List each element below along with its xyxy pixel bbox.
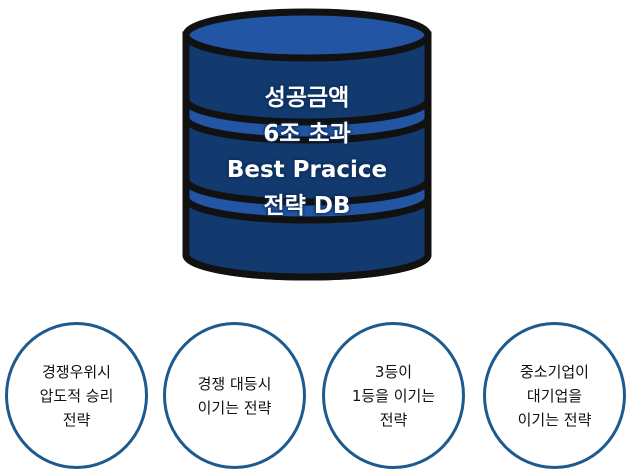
circle-line: 이기는 전략 <box>517 410 592 429</box>
circle-line: 1등을 이기는 <box>351 386 436 405</box>
db-line: 전략 DB <box>263 193 351 219</box>
strategy-circle-equal: 경쟁 대등시 이기는 전략 <box>163 322 306 469</box>
circle-line: 압도적 승리 <box>39 386 114 405</box>
db-line: 성공금액 <box>264 85 350 111</box>
strategy-circle-underdog: 3등이 1등을 이기는 전략 <box>322 322 465 469</box>
circle-line: 중소기업이 <box>519 362 589 381</box>
database-icon <box>182 8 432 281</box>
strategy-circle-dominant: 경쟁우위시 압도적 승리 전략 <box>5 322 148 469</box>
circle-line: 전략 <box>379 410 408 429</box>
circle-line: 대기업을 <box>526 386 583 405</box>
circle-line: 이기는 전략 <box>197 398 272 417</box>
circle-line: 전략 <box>62 410 91 429</box>
db-line: Best Pracice <box>226 157 388 183</box>
database-label: 성공금액 6조 초과 Best Pracice 전략 DB <box>180 80 434 224</box>
circle-line: 3등이 <box>374 362 413 381</box>
strategy-circle-sme: 중소기업이 대기업을 이기는 전략 <box>483 322 626 469</box>
circle-line: 경쟁 대등시 <box>197 374 272 393</box>
circle-line: 경쟁우위시 <box>41 362 111 381</box>
db-line: 6조 초과 <box>263 121 351 147</box>
